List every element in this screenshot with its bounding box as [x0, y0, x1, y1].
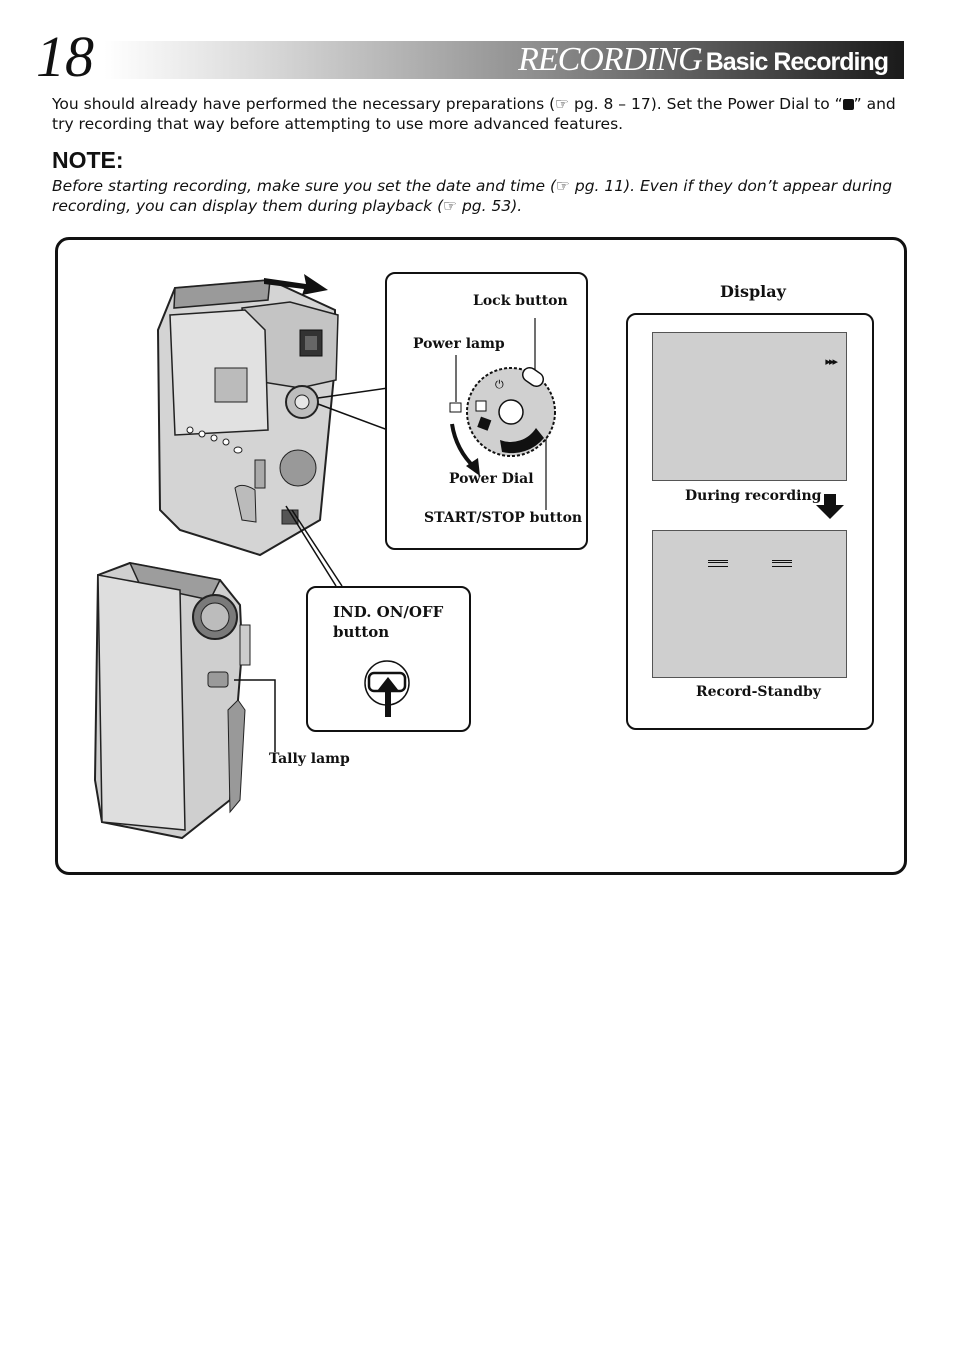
tally-lamp-label: Tally lamp — [269, 751, 350, 767]
illustration-frame — [55, 237, 907, 875]
ind-on-off-label-line2: button — [333, 623, 390, 641]
standby-bars-icon — [708, 560, 728, 567]
svg-text:⏻: ⏻ — [495, 378, 504, 391]
intro-text-b: ” and try recording that way before atte… — [52, 95, 896, 133]
page-number: 18 — [36, 24, 94, 89]
section-title: RECORDING — [518, 41, 703, 78]
power-dial-label: Power Dial — [449, 471, 534, 487]
section-subtitle: Basic Recording — [705, 48, 889, 76]
standby-bars-icon — [772, 560, 792, 567]
power-lamp-label: Power lamp — [413, 336, 505, 352]
pointing-hand-icon: ☞ — [555, 95, 570, 113]
display-title: Display — [720, 282, 786, 301]
intro-ref-a: pg. 8 – 17). Set the Power Dial to “ — [573, 95, 843, 113]
camcorder-front-illustration — [93, 561, 251, 840]
recording-screen: ▸▸▸ — [652, 332, 847, 481]
intro-text-a: You should already have performed the ne… — [52, 95, 556, 113]
ind-button-icon[interactable] — [360, 655, 420, 720]
ind-on-off-label: IND. ON/OFF button — [333, 602, 443, 642]
during-recording-label: During recording — [685, 488, 822, 504]
standby-bars-icon — [772, 562, 792, 563]
pointing-hand-icon: ☞ — [556, 177, 570, 195]
note-heading: NOTE: — [52, 147, 124, 173]
recording-indicator: ▸▸▸ — [825, 355, 838, 368]
pointing-hand-icon: ☞ — [443, 197, 458, 215]
note-text: Before starting recording, make sure you… — [52, 176, 902, 216]
record-mode-icon — [842, 99, 854, 110]
note-text-a: Before starting recording, make sure you… — [52, 177, 557, 195]
record-standby-label: Record-Standby — [696, 684, 821, 700]
ind-on-off-label-line1: IND. ON/OFF — [333, 603, 444, 621]
standby-screen — [652, 530, 847, 678]
standby-bars-icon — [708, 562, 728, 563]
slide-arrow-icon — [264, 274, 328, 295]
callout-lines — [234, 387, 389, 752]
intro-paragraph: You should already have performed the ne… — [52, 94, 902, 134]
down-arrow-icon — [816, 494, 844, 519]
lock-button-label: Lock button — [473, 293, 568, 309]
power-dial-icon: ⏻ — [449, 318, 556, 510]
start-stop-label: START/STOP button — [424, 510, 583, 526]
note-ref-a: pg. 11). Even if they don’t appear durin… — [52, 177, 893, 215]
camcorder-rear-illustration — [156, 278, 339, 557]
note-ref-b: pg. 53). — [461, 197, 523, 215]
